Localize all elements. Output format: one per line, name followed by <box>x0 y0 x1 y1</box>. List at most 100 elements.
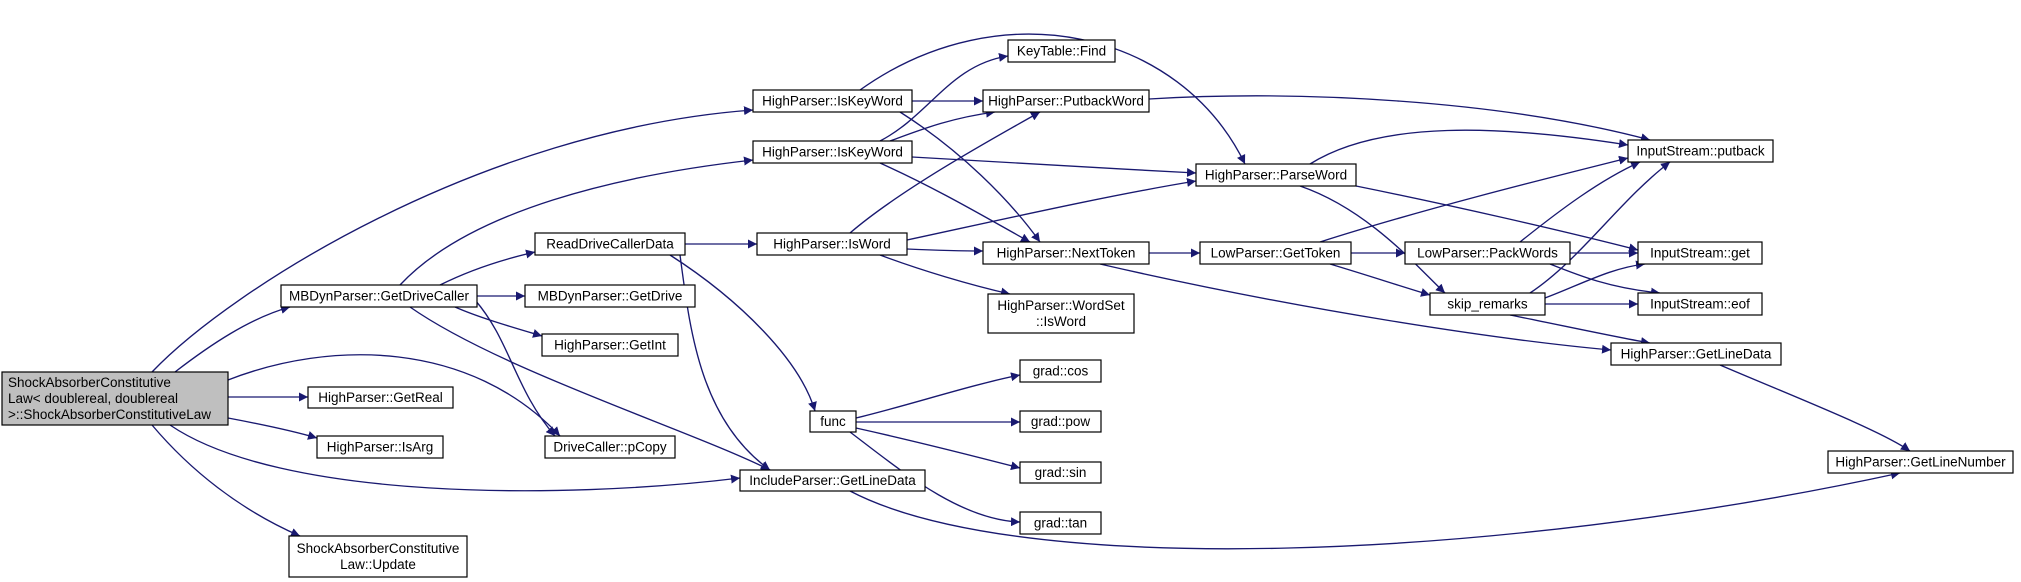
node-box-gradcos[interactable] <box>1019 359 1102 383</box>
node-label-root: Law< doublereal, doublereal <box>8 391 178 406</box>
node-box-gradtan[interactable] <box>1019 511 1102 535</box>
node-parseword[interactable]: HighParser::ParseWord <box>1195 163 1357 187</box>
node-label-getlinenumber: HighParser::GetLineNumber <box>1835 455 2006 470</box>
node-box-nexttoken[interactable] <box>982 241 1150 265</box>
node-isarg[interactable]: HighParser::IsArg <box>316 435 444 459</box>
node-box-includegetlinedata[interactable] <box>739 469 926 492</box>
node-label-gradsin: grad::sin <box>1035 465 1087 480</box>
node-packwords[interactable]: LowParser::PackWords <box>1404 241 1571 265</box>
node-box-getdrive[interactable] <box>524 284 696 308</box>
node-label-putback: InputStream::putback <box>1636 144 1765 159</box>
node-label-isarg: HighParser::IsArg <box>327 440 434 455</box>
node-box-putbackword[interactable] <box>982 89 1150 113</box>
node-box-wordsetisword[interactable] <box>987 293 1135 334</box>
node-gradtan[interactable]: grad::tan <box>1019 511 1102 535</box>
node-getdrivecaller[interactable]: MBDynParser::GetDriveCaller <box>280 284 478 308</box>
node-box-gradpow[interactable] <box>1019 410 1102 433</box>
node-label-parseword: HighParser::ParseWord <box>1205 168 1347 183</box>
node-getlinenumber[interactable]: HighParser::GetLineNumber <box>1827 450 2014 474</box>
node-label-gradtan: grad::tan <box>1034 516 1087 531</box>
node-gradpow[interactable]: grad::pow <box>1019 410 1102 433</box>
node-box-readdrivecallerdata[interactable] <box>534 232 686 256</box>
node-readdrivecallerdata[interactable]: ReadDriveCallerData <box>534 232 686 256</box>
node-label-gradcos: grad::cos <box>1033 364 1089 379</box>
node-label-root: >::ShockAbsorberConstitutiveLaw <box>8 407 211 422</box>
edge-root-to-pcopy <box>227 354 561 437</box>
node-label-gettoken: LowParser::GetToken <box>1211 246 1341 261</box>
node-getreal[interactable]: HighParser::GetReal <box>307 386 454 409</box>
node-pcopy[interactable]: DriveCaller::pCopy <box>544 435 676 459</box>
node-box-pcopy[interactable] <box>544 435 676 459</box>
node-box-iskeyword1[interactable] <box>752 89 913 113</box>
node-box-skipremarks[interactable] <box>1429 292 1546 316</box>
node-update[interactable]: ShockAbsorberConstitutiveLaw::Update <box>288 535 468 578</box>
node-label-iskeyword1: HighParser::IsKeyWord <box>762 94 903 109</box>
node-eof[interactable]: InputStream::eof <box>1637 292 1763 316</box>
node-skipremarks[interactable]: skip_remarks <box>1429 292 1546 316</box>
node-box-update[interactable] <box>288 535 468 578</box>
node-box-parseword[interactable] <box>1195 163 1357 187</box>
node-label-putbackword: HighParser::PutbackWord <box>988 94 1144 109</box>
node-putbackword[interactable]: HighParser::PutbackWord <box>982 89 1150 113</box>
node-box-gettoken[interactable] <box>1199 241 1352 265</box>
node-label-getdrivecaller: MBDynParser::GetDriveCaller <box>289 289 470 304</box>
edge-isword-to-parseword <box>906 178 1197 241</box>
edge-root-to-update <box>151 424 301 537</box>
node-label-pcopy: DriveCaller::pCopy <box>553 440 667 455</box>
edge-func-to-gradsin <box>855 427 1021 471</box>
node-box-getreal[interactable] <box>307 386 454 409</box>
node-box-iskeyword2[interactable] <box>752 140 913 164</box>
node-box-root[interactable] <box>1 371 229 426</box>
node-label-getreal: HighParser::GetReal <box>318 390 443 405</box>
node-iskeyword1[interactable]: HighParser::IsKeyWord <box>752 89 913 113</box>
node-gettoken[interactable]: LowParser::GetToken <box>1199 241 1352 265</box>
node-box-isarg[interactable] <box>316 435 444 459</box>
edge-nexttoken-to-highgetlinedata <box>1099 263 1612 354</box>
edge-iskeyword2-to-keytablefind <box>879 52 1009 142</box>
edge-root-to-iskeyword1 <box>151 106 754 373</box>
edge-skipremarks-to-putback <box>1529 161 1671 294</box>
node-box-eof[interactable] <box>1637 292 1763 316</box>
node-box-putback[interactable] <box>1627 139 1774 163</box>
edge-readdrivecallerdata-to-includegetlinedata <box>679 254 771 471</box>
node-root[interactable]: ShockAbsorberConstitutiveLaw< doublereal… <box>1 371 229 426</box>
node-box-isword[interactable] <box>756 232 908 256</box>
node-gradcos[interactable]: grad::cos <box>1019 359 1102 383</box>
node-iskeyword2[interactable]: HighParser::IsKeyWord <box>752 140 913 164</box>
node-highgetlinedata[interactable]: HighParser::GetLineData <box>1610 342 1782 366</box>
node-box-getdrivecaller[interactable] <box>280 284 478 308</box>
node-box-packwords[interactable] <box>1404 241 1571 265</box>
node-box-getlinenumber[interactable] <box>1827 450 2014 474</box>
node-putback[interactable]: InputStream::putback <box>1627 139 1774 163</box>
node-box-func[interactable] <box>809 410 857 433</box>
edge-func-to-gradtan <box>849 431 1021 527</box>
node-func[interactable]: func <box>809 410 857 433</box>
node-keytablefind[interactable]: KeyTable::Find <box>1007 39 1116 63</box>
node-box-highgetlinedata[interactable] <box>1610 342 1782 366</box>
node-get[interactable]: InputStream::get <box>1637 241 1763 265</box>
node-gradsin[interactable]: grad::sin <box>1019 461 1102 484</box>
edge-includegetlinedata-to-getlinenumber <box>849 470 1901 550</box>
edge-gettoken-to-skipremarks <box>1329 263 1431 297</box>
node-box-keytablefind[interactable] <box>1007 39 1116 63</box>
node-box-get[interactable] <box>1637 241 1763 265</box>
node-getint[interactable]: HighParser::GetInt <box>541 333 679 357</box>
node-label-update: Law::Update <box>340 557 416 572</box>
edge-func-to-gradcos <box>855 372 1021 419</box>
node-box-gradsin[interactable] <box>1019 461 1102 484</box>
node-getdrive[interactable]: MBDynParser::GetDrive <box>524 284 696 308</box>
node-label-wordsetisword: ::IsWord <box>1036 314 1086 329</box>
node-isword[interactable]: HighParser::IsWord <box>756 232 908 256</box>
edge-putbackword-to-putback <box>1148 95 1651 143</box>
node-wordsetisword[interactable]: HighParser::WordSet::IsWord <box>987 293 1135 334</box>
node-includegetlinedata[interactable]: IncludeParser::GetLineData <box>739 469 926 492</box>
edge-isword-to-wordsetisword <box>879 254 1011 297</box>
edge-getdrivecaller-to-getint <box>454 306 543 338</box>
node-box-getint[interactable] <box>541 333 679 357</box>
edge-highgetlinedata-to-getlinenumber <box>1719 364 1911 452</box>
edge-getdrivecaller-to-readdrivecallerdata <box>439 249 536 286</box>
node-nexttoken[interactable]: HighParser::NextToken <box>982 241 1150 265</box>
node-label-update: ShockAbsorberConstitutive <box>297 541 460 556</box>
edge-iskeyword2-to-putbackword <box>889 108 996 142</box>
